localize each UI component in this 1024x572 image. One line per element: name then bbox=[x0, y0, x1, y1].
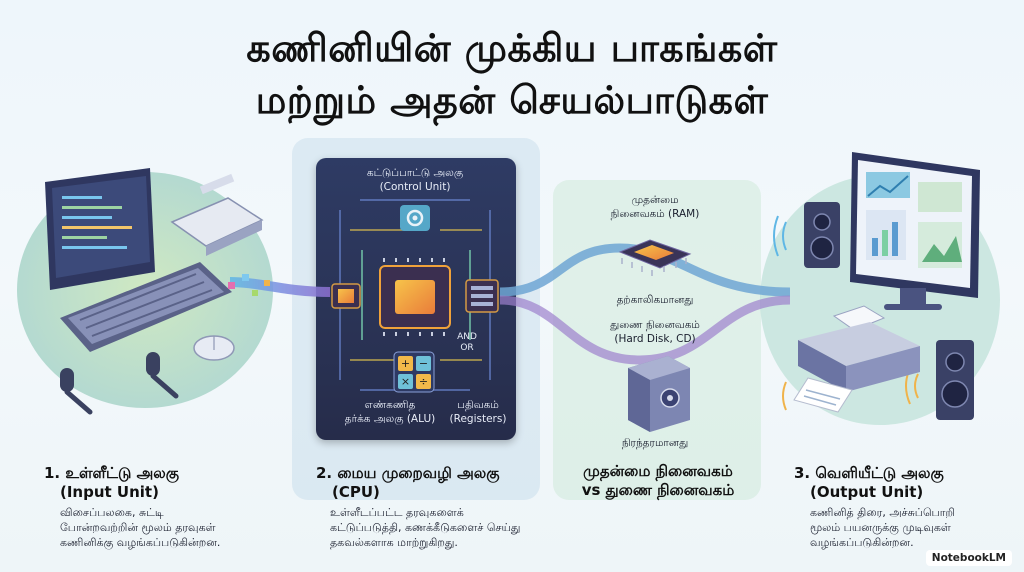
calculator-icon: + − × ÷ bbox=[393, 351, 435, 393]
output-title-en: (Output Unit) bbox=[810, 483, 924, 501]
cpu-unit-title: 2. மைய முறைவழி அலகு (CPU) bbox=[316, 464, 556, 502]
output-unit-desc: கணினித் திரை, அச்சுப்பொறி மூலம் பயனருக்க… bbox=[810, 505, 1015, 550]
svg-text:×: × bbox=[401, 375, 410, 388]
output-title-ta: 3. வெளியீட்டு அலகு bbox=[794, 464, 944, 482]
memory-title-1: முதன்மை நினைவகம் bbox=[583, 462, 733, 480]
title-line-1: கணினியின் முக்கிய பாகங்கள் bbox=[246, 26, 778, 70]
temporary-label: தற்காலிகமானது bbox=[616, 294, 694, 306]
register-icon bbox=[465, 279, 499, 313]
input-title-ta: 1. உள்ளீட்டு அலகு bbox=[44, 464, 179, 482]
mouse-icon bbox=[193, 335, 235, 361]
microphone-icon bbox=[60, 352, 179, 415]
secondary-memory-ta: துணை நினைவகம் bbox=[610, 319, 700, 331]
secondary-memory-label: துணை நினைவகம் (Hard Disk, CD) bbox=[580, 318, 730, 346]
output-unit-title: 3. வெளியீட்டு அலகு (Output Unit) bbox=[794, 464, 1009, 502]
svg-text:÷: ÷ bbox=[419, 375, 428, 388]
registers-ta: பதிவகம் bbox=[457, 399, 499, 411]
printer-icon bbox=[782, 305, 920, 413]
side-chip-left-icon bbox=[331, 283, 361, 309]
flow-band-ram bbox=[499, 243, 791, 297]
output-desc-line: வழங்கப்படுகின்றன. bbox=[810, 536, 914, 549]
and-label: AND bbox=[457, 332, 477, 342]
monitor-icon bbox=[850, 152, 980, 310]
input-desc-line: போன்றவற்றின் மூலம் தரவுகள் bbox=[60, 521, 216, 534]
output-desc-line: மூலம் பயனருக்கு முடிவுகள் bbox=[810, 521, 951, 534]
title-line-2: மற்றும் அதன் செயல்பாடுகள் bbox=[255, 78, 769, 122]
input-unit-title: 1. உள்ளீட்டு அலகு (Input Unit) bbox=[44, 464, 274, 502]
primary-memory-label: முதன்மை நினைவகம் (RAM) bbox=[585, 193, 725, 221]
input-title-en: (Input Unit) bbox=[60, 483, 159, 501]
ram-chip-icon bbox=[618, 239, 692, 276]
control-unit-en: (Control Unit) bbox=[379, 181, 451, 193]
input-desc-line: கணினிக்கு வழங்கப்படுகின்றன. bbox=[60, 536, 221, 549]
or-label: OR bbox=[460, 343, 474, 353]
logic-gates-label: AND OR bbox=[452, 332, 482, 354]
secondary-memory-en: (Hard Disk, CD) bbox=[614, 333, 696, 345]
memory-title-2: vs துணை நினைவகம் bbox=[581, 481, 735, 499]
cpu-desc-line: கட்டுப்படுத்தி, கணக்கீடுகளைச் செய்து bbox=[330, 521, 521, 534]
cpu-title-ta: 2. மைய முறைவழி அலகு bbox=[316, 464, 500, 482]
speaker-right-icon bbox=[905, 340, 974, 420]
control-unit-ta: கட்டுப்பாட்டு அலகு bbox=[366, 167, 464, 179]
registers-en: (Registers) bbox=[449, 413, 507, 425]
output-desc-line: கணினித் திரை, அச்சுப்பொறி bbox=[810, 506, 955, 519]
monitor-input-icon bbox=[45, 168, 155, 290]
speaker-icon bbox=[773, 202, 840, 268]
hard-disk-icon bbox=[628, 356, 690, 432]
alu-ta-2: தர்க்க அலகு (ALU) bbox=[344, 413, 436, 425]
memory-panel bbox=[553, 180, 761, 500]
page-title: கணினியின் முக்கிய பாகங்கள் மற்றும் அதன் … bbox=[0, 22, 1024, 126]
cpu-chip-icon bbox=[379, 258, 451, 336]
alu-ta-1: எண்கணித bbox=[364, 399, 416, 411]
primary-memory-ta: முதன்மை bbox=[631, 194, 679, 206]
cpu-unit-desc: உள்ளீடப்பட்ட தரவுகளைக் கட்டுப்படுத்தி, க… bbox=[330, 505, 560, 550]
gear-icon bbox=[400, 205, 430, 231]
input-desc-line: விசைப்பலகை, சுட்டி bbox=[60, 506, 164, 519]
memory-compare-title: முதன்மை நினைவகம் vs துணை நினைவகம் bbox=[568, 462, 748, 500]
scanner-icon bbox=[170, 173, 264, 256]
data-particles bbox=[228, 274, 270, 296]
cpu-desc-line: தகவல்களாக மாற்றுகிறது. bbox=[330, 536, 458, 549]
cpu-desc-line: உள்ளீடப்பட்ட தரவுகளைக் bbox=[330, 506, 464, 519]
control-unit-label: கட்டுப்பாட்டு அலகு (Control Unit) bbox=[340, 166, 490, 194]
registers-label: பதிவகம் (Registers) bbox=[440, 398, 516, 426]
primary-memory-ram: நினைவகம் (RAM) bbox=[610, 208, 700, 220]
flow-band-disk bbox=[499, 295, 791, 365]
cpu-title-en: (CPU) bbox=[332, 483, 380, 501]
keyboard-icon bbox=[60, 262, 232, 352]
permanent-label: நிரந்தரமானது bbox=[621, 437, 689, 449]
flow-band-input bbox=[229, 277, 331, 297]
notebooklm-badge: NotebookLM bbox=[925, 550, 1012, 566]
alu-label: எண்கணித தர்க்க அலகு (ALU) bbox=[334, 398, 446, 426]
input-unit-desc: விசைப்பலகை, சுட்டி போன்றவற்றின் மூலம் தர… bbox=[60, 505, 290, 550]
svg-text:−: − bbox=[419, 357, 428, 370]
svg-text:+: + bbox=[401, 357, 410, 370]
